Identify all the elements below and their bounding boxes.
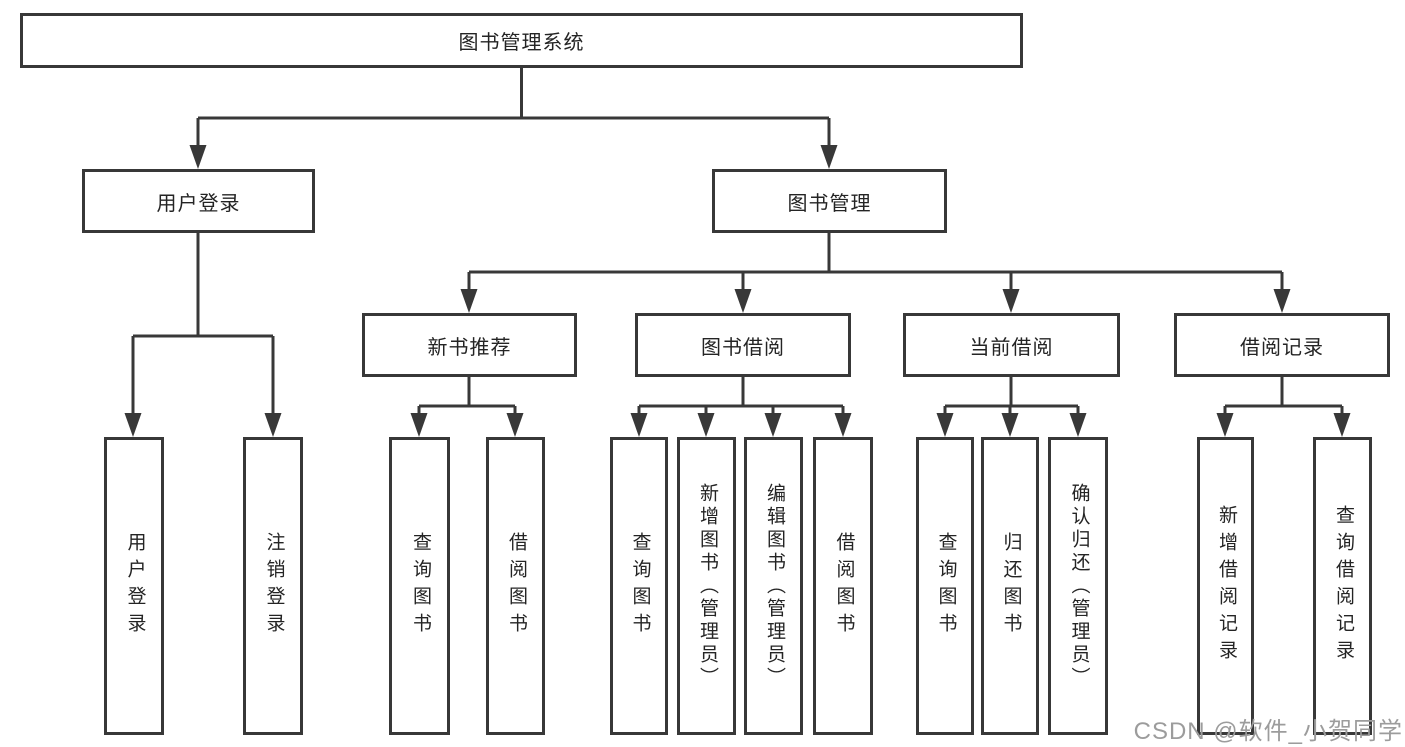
leaf-user-login-label: 用户登录 — [124, 532, 146, 640]
leaf-borrow-add: 新增图书（管理员） — [677, 437, 736, 735]
arrowhead — [1273, 289, 1291, 313]
connector-book-borrow-to-leaves — [637, 377, 845, 414]
leaf-newbooks-query: 查询图书 — [389, 437, 450, 735]
arrowhead — [764, 413, 782, 437]
leaf-borrow-edit: 编辑图书（管理员） — [744, 437, 803, 735]
arrowhead — [834, 413, 852, 437]
connector-borrow-records-to-leaves — [1223, 377, 1344, 414]
leaf-newbooks-query-label: 查询图书 — [409, 532, 431, 640]
connector-root-to-level1 — [196, 68, 831, 146]
leaf-current-return-label: 归还图书 — [1000, 532, 1022, 640]
leaf-record-add: 新增借阅记录 — [1197, 437, 1254, 735]
arrowhead — [820, 145, 838, 169]
leaf-current-return: 归还图书 — [981, 437, 1039, 735]
leaf-borrow-book-label: 借阅图书 — [833, 532, 855, 640]
node-root-label: 图书管理系统 — [458, 32, 585, 54]
leaf-current-confirm-return-label: 确认归还（管理员） — [1068, 482, 1090, 690]
node-current-borrow-label: 当前借阅 — [969, 336, 1054, 359]
arrowhead — [1069, 413, 1087, 437]
leaf-current-query: 查询图书 — [916, 437, 974, 735]
node-borrow-records-label: 借阅记录 — [1240, 336, 1324, 359]
leaf-newbooks-borrow: 借阅图书 — [486, 437, 545, 735]
leaf-borrow-edit-label: 编辑图书（管理员） — [763, 482, 785, 690]
node-book-mgmt: 图书管理 — [712, 169, 947, 233]
leaf-logout: 注销登录 — [243, 437, 303, 735]
arrowheads — [124, 145, 1351, 437]
leaf-logout-label: 注销登录 — [263, 532, 285, 640]
leaf-borrow-query: 查询图书 — [610, 437, 668, 735]
leaf-record-query-label: 查询借阅记录 — [1332, 505, 1354, 667]
leaf-current-query-label: 查询图书 — [935, 532, 957, 640]
connector-book-mgmt-to-level2 — [467, 233, 1284, 290]
node-borrow-records: 借阅记录 — [1174, 313, 1390, 377]
node-user-login-label: 用户登录 — [156, 192, 241, 215]
arrowhead — [1002, 289, 1020, 313]
arrowhead — [189, 145, 207, 169]
arrowhead — [1333, 413, 1351, 437]
leaf-current-confirm-return: 确认归还（管理员） — [1048, 437, 1108, 735]
leaf-user-login: 用户登录 — [104, 437, 164, 735]
leaf-record-query: 查询借阅记录 — [1313, 437, 1372, 735]
node-user-login: 用户登录 — [82, 169, 315, 233]
arrowhead — [936, 413, 954, 437]
leaf-newbooks-borrow-label: 借阅图书 — [505, 532, 527, 640]
leaf-record-add-label: 新增借阅记录 — [1215, 505, 1237, 667]
node-book-borrow: 图书借阅 — [635, 313, 851, 377]
arrowhead — [630, 413, 648, 437]
node-root: 图书管理系统 — [20, 13, 1023, 68]
node-current-borrow: 当前借阅 — [903, 313, 1120, 377]
arrowhead — [1001, 413, 1019, 437]
node-book-mgmt-label: 图书管理 — [787, 192, 872, 215]
leaf-borrow-book: 借阅图书 — [813, 437, 873, 735]
leaf-borrow-add-label: 新增图书（管理员） — [696, 482, 718, 690]
leaf-borrow-query-label: 查询图书 — [629, 532, 651, 640]
connector-current-borrow-to-leaves — [943, 377, 1080, 414]
arrowhead — [1216, 413, 1234, 437]
arrowhead — [264, 413, 282, 437]
arrowhead — [506, 413, 524, 437]
arrowhead — [410, 413, 428, 437]
connector-new-books-to-leaves — [417, 377, 517, 414]
node-book-borrow-label: 图书借阅 — [701, 336, 785, 359]
arrowhead — [734, 289, 752, 313]
node-new-books-label: 新书推荐 — [427, 336, 512, 359]
connector-user-login-to-leaves — [131, 233, 275, 414]
arrowhead — [124, 413, 142, 437]
node-new-books: 新书推荐 — [362, 313, 577, 377]
csdn-watermark: CSDN @软件_小贺同学 — [1133, 718, 1403, 745]
arrowhead — [460, 289, 478, 313]
arrowhead — [697, 413, 715, 437]
